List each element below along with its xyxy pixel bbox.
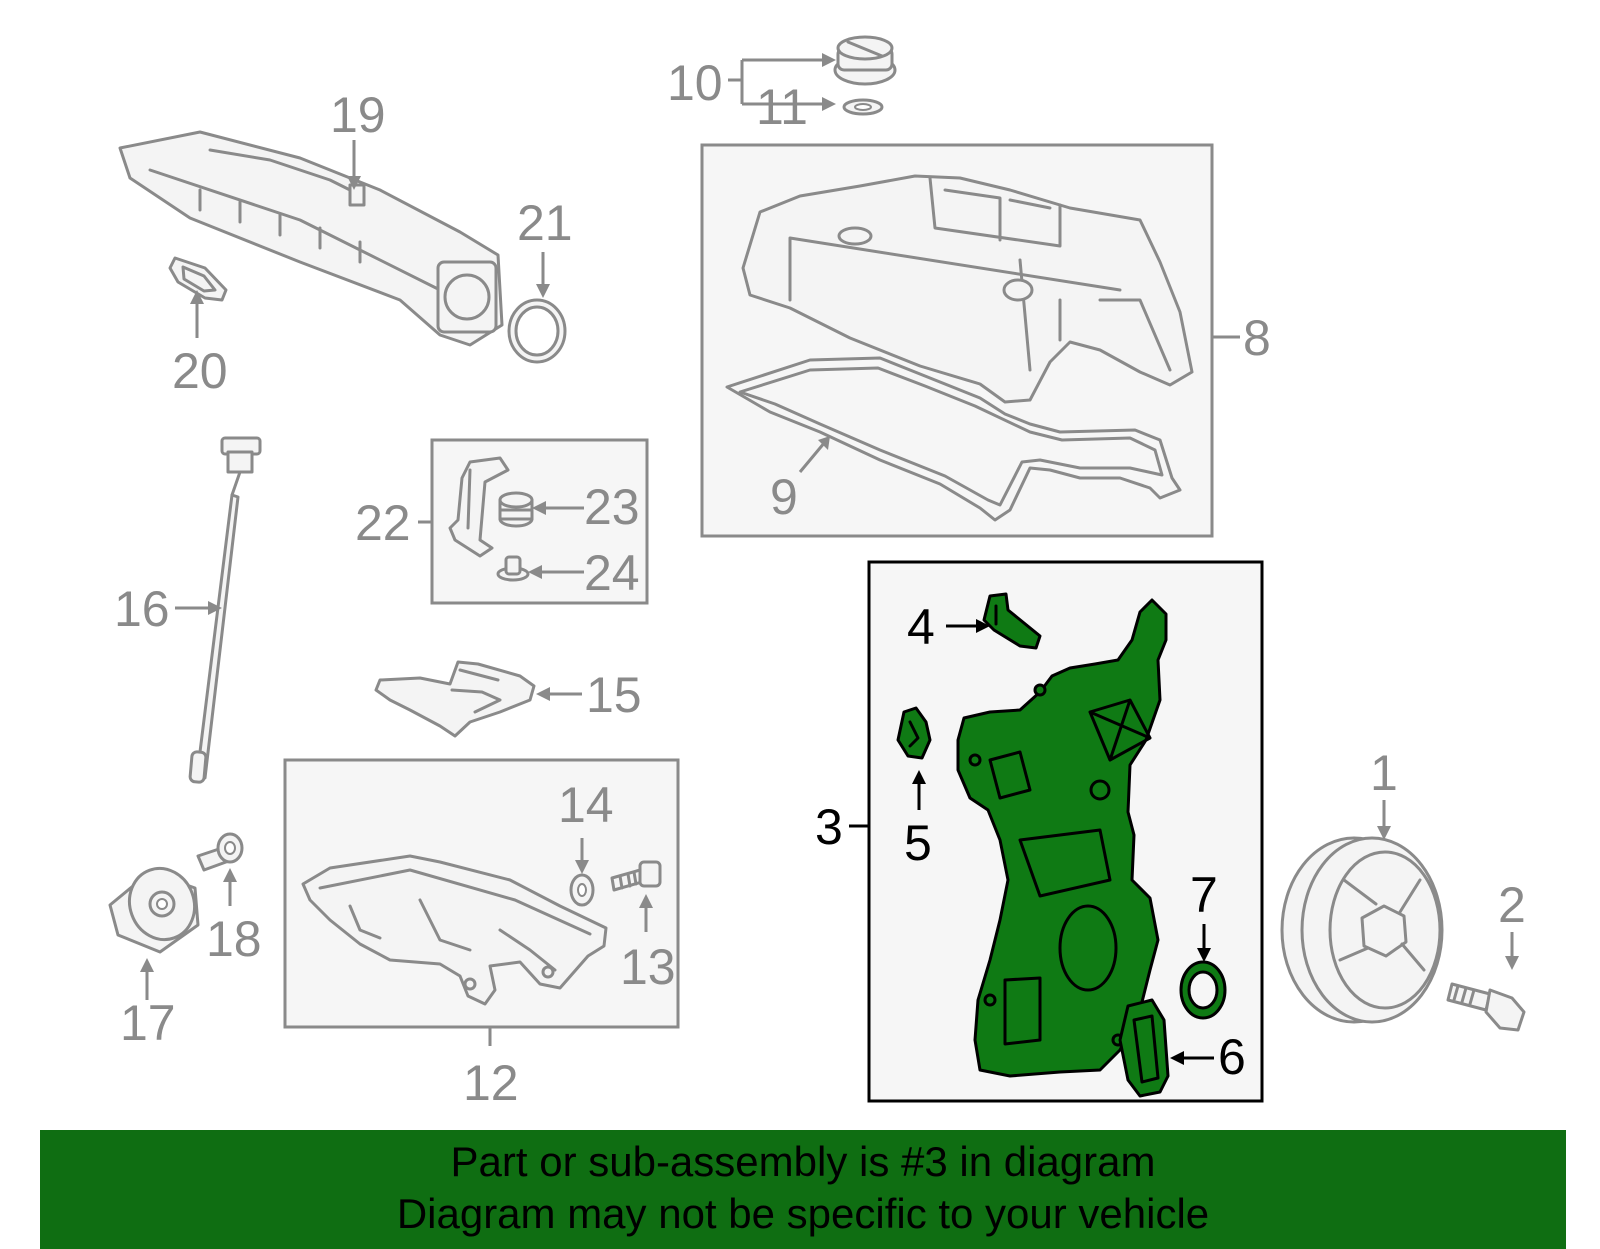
oil-seal-part-7[interactable] bbox=[1179, 960, 1227, 1020]
callout-3: 3 bbox=[815, 799, 843, 855]
callout-20: 20 bbox=[172, 343, 228, 399]
callout-5: 5 bbox=[904, 815, 932, 871]
callout-9: 9 bbox=[770, 469, 798, 525]
stud-part-24[interactable] bbox=[496, 555, 530, 582]
callout-10: 10 bbox=[667, 55, 723, 111]
valve-cover-gasket-part-9[interactable] bbox=[725, 356, 1182, 522]
pulley-bolt-part-2[interactable] bbox=[1446, 982, 1526, 1032]
dipstick-part-16[interactable] bbox=[188, 436, 262, 784]
callout-1: 1 bbox=[1370, 745, 1398, 801]
callout-4: 4 bbox=[907, 599, 935, 655]
callout-23: 23 bbox=[584, 479, 640, 535]
callout-17: 17 bbox=[120, 995, 176, 1051]
baffle-plate-part-15[interactable] bbox=[374, 660, 536, 738]
cover-plate-part-6[interactable] bbox=[1118, 998, 1170, 1098]
drain-bolt-part-13[interactable] bbox=[610, 860, 662, 892]
sensor-part-4[interactable] bbox=[982, 592, 1042, 650]
callout-14: 14 bbox=[558, 777, 614, 833]
timing-chain-cover-part-3[interactable] bbox=[956, 598, 1168, 1078]
callout-18: 18 bbox=[206, 911, 262, 967]
oil-pan-part-12[interactable] bbox=[301, 854, 608, 1006]
callout-19: 19 bbox=[330, 87, 386, 143]
callout-15: 15 bbox=[586, 667, 642, 723]
oil-filler-cap-part-10[interactable] bbox=[833, 35, 897, 86]
callout-2: 2 bbox=[1498, 877, 1526, 933]
o-ring-part-21[interactable] bbox=[507, 298, 567, 364]
bracket-part-22[interactable] bbox=[448, 456, 510, 558]
callout-24: 24 bbox=[584, 545, 640, 601]
callout-13: 13 bbox=[620, 939, 676, 995]
callout-21: 21 bbox=[517, 195, 573, 251]
callout-11: 11 bbox=[756, 79, 808, 135]
callout-12: 12 bbox=[463, 1055, 519, 1111]
callout-6: 6 bbox=[1218, 1029, 1246, 1085]
gasket-part-20[interactable] bbox=[168, 256, 228, 302]
callout-22: 22 bbox=[355, 495, 411, 551]
bolt-part-18[interactable] bbox=[196, 832, 244, 872]
leader-lines bbox=[140, 53, 1519, 1065]
info-banner: Part or sub-assembly is #3 in diagram Di… bbox=[40, 1130, 1566, 1249]
valve-cover-part-8[interactable] bbox=[741, 174, 1194, 404]
bushing-part-23[interactable] bbox=[498, 491, 534, 528]
washer-part-14[interactable] bbox=[569, 873, 595, 907]
gasket-part-5[interactable] bbox=[896, 706, 932, 760]
callout-7: 7 bbox=[1190, 867, 1218, 923]
info-banner-text: Part or sub-assembly is #3 in diagram Di… bbox=[40, 1136, 1566, 1240]
crankshaft-pulley-part-1[interactable] bbox=[1280, 836, 1444, 1024]
info-banner-line-2: Diagram may not be specific to your vehi… bbox=[396, 1190, 1210, 1237]
cap-seal-part-11[interactable] bbox=[842, 98, 884, 116]
info-banner-line-1: Part or sub-assembly is #3 in diagram bbox=[450, 1138, 1156, 1185]
callout-8: 8 bbox=[1243, 310, 1271, 366]
oil-filter-part-17[interactable] bbox=[108, 859, 204, 954]
callout-16: 16 bbox=[114, 581, 170, 637]
intake-manifold-part-19[interactable] bbox=[118, 130, 504, 347]
